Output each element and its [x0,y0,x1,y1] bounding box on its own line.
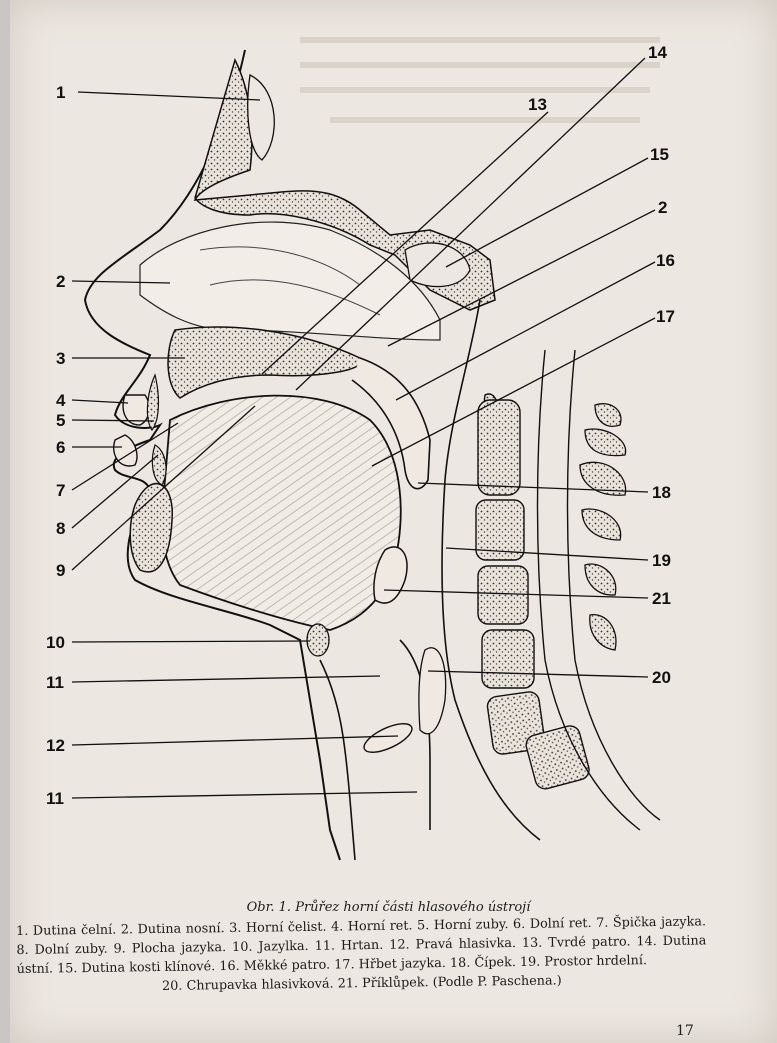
label-12: 12 [46,736,65,755]
label-18: 18 [652,483,671,502]
hyoid [307,624,329,656]
label-2: 2 [56,272,65,291]
spinous-processes [580,404,626,650]
label-10: 10 [46,633,65,652]
figure-caption-text: 1. Dutina čelní. 2. Dutina nosní. 3. Hor… [16,912,707,998]
figure-caption-body: 1. Dutina čelní. 2. Dutina nosní. 3. Hor… [16,914,706,977]
label-3: 3 [56,349,65,368]
label-1: 1 [56,83,65,102]
label-9: 9 [56,561,65,580]
vocal-fold [360,718,416,758]
label-11-lower: 11 [46,789,64,808]
label-17: 17 [656,307,675,326]
label-20: 20 [652,668,671,687]
label-16: 16 [656,251,675,270]
mandible [130,484,172,572]
label-14: 14 [648,43,667,62]
label-11-upper: 11 [46,673,64,692]
upper-teeth [147,375,158,430]
label-8: 8 [56,519,65,538]
label-19: 19 [652,551,671,570]
label-4: 4 [56,391,66,410]
cervical-vertebrae [476,394,591,791]
lower-teeth [152,445,166,485]
label-5: 5 [56,411,65,430]
page-number: 17 [676,1023,694,1039]
label-6: 6 [56,438,65,457]
label-7: 7 [56,481,65,500]
arytenoid-cartilage [419,648,446,734]
label-15: 15 [650,145,669,164]
bleed-through-text [300,40,660,120]
tongue [162,396,401,630]
maxilla [168,327,361,398]
label-21: 21 [652,589,671,608]
label-2-right: 2 [658,198,667,217]
label-13: 13 [528,95,547,114]
